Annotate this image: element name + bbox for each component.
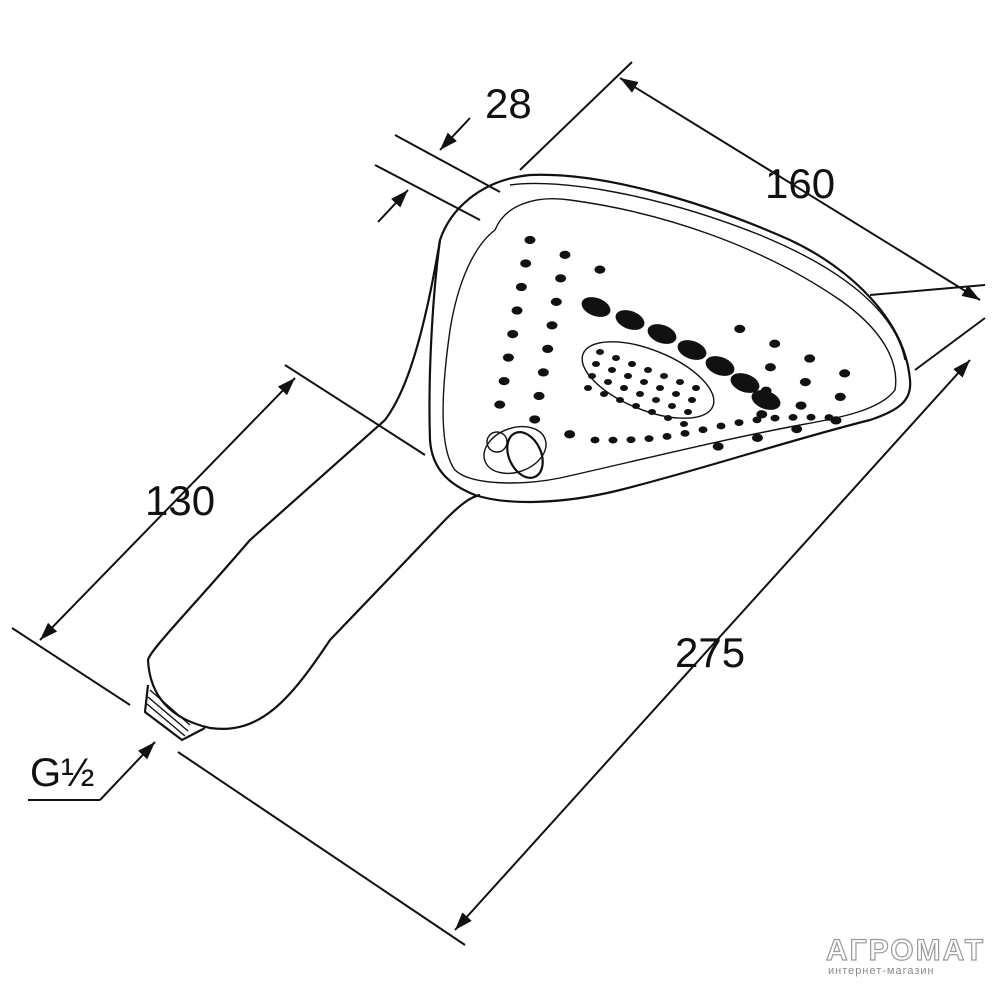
dimension-total-length-label: 275: [675, 629, 745, 676]
spray-nozzle: [594, 265, 606, 274]
spray-nozzle: [632, 403, 640, 409]
spray-nozzle: [799, 377, 811, 387]
spray-nozzle: [515, 282, 527, 292]
spray-nozzle: [584, 385, 592, 391]
spray-nozzle: [795, 401, 807, 410]
spray-nozzle: [652, 397, 660, 403]
spray-nozzle: [608, 367, 616, 373]
spray-nozzle: [592, 361, 600, 367]
thread-connector: [143, 684, 206, 742]
watermark-subtitle: интернет-магазин: [828, 965, 935, 977]
spray-nozzle: [662, 433, 672, 440]
spray-nozzle: [559, 250, 571, 259]
spray-nozzle: [804, 354, 816, 363]
spray-nozzle: [616, 397, 624, 403]
massage-jets: [581, 297, 781, 410]
dimension-width: 160: [519, 61, 986, 301]
dimension-width-label: 160: [765, 160, 835, 207]
spray-nozzle: [734, 419, 744, 426]
spray-nozzle: [660, 373, 668, 379]
spray-nozzle: [529, 415, 541, 424]
shower-body: [146, 173, 912, 730]
spray-nozzle: [590, 436, 600, 444]
spray-nozzle: [760, 386, 772, 395]
spray-nozzle: [698, 426, 708, 434]
spray-nozzle: [588, 373, 596, 379]
spray-nozzle: [542, 344, 554, 354]
spray-nozzle: [564, 430, 576, 439]
spray-nozzle: [511, 306, 523, 315]
spray-nozzle: [791, 424, 803, 434]
spray-nozzle: [668, 403, 676, 409]
watermark-brand: АГРОМАТ: [826, 934, 985, 967]
spray-nozzle: [550, 297, 562, 306]
spray-nozzle: [824, 414, 834, 421]
spray-nozzle: [608, 436, 618, 444]
spray-nozzle: [764, 363, 776, 372]
spray-nozzle: [596, 349, 604, 355]
spray-nozzle: [834, 392, 846, 402]
spray-nozzle: [672, 391, 680, 397]
spray-nozzle: [664, 415, 672, 421]
spray-nozzle: [734, 324, 746, 334]
spray-nozzle: [537, 368, 549, 377]
spray-nozzle: [533, 391, 545, 401]
spray-nozzle: [716, 422, 726, 430]
spray-nozzle: [644, 435, 654, 442]
spray-selector-knob: [483, 425, 547, 479]
spray-nozzle: [502, 353, 514, 362]
central-spray-oval: [581, 341, 715, 419]
thread-size-label: G½: [30, 751, 94, 795]
spray-nozzle: [507, 329, 519, 339]
spray-nozzle: [604, 379, 612, 385]
spray-nozzle: [555, 274, 567, 283]
dimension-depth-label: 28: [485, 80, 532, 127]
spray-nozzle: [524, 235, 536, 245]
spray-nozzle: [769, 339, 781, 348]
spray-nozzle: [839, 369, 851, 378]
spray-nozzle: [494, 400, 506, 409]
head-rim: [509, 182, 906, 361]
spray-nozzle: [620, 385, 628, 391]
spray-nozzle: [688, 397, 696, 403]
spray-nozzle: [712, 442, 724, 451]
spray-nozzle: [752, 416, 762, 424]
dimension-head-height: 130: [11, 364, 426, 706]
spray-nozzle: [680, 421, 688, 427]
dimension-depth: 28: [374, 80, 532, 223]
spray-nozzle: [640, 379, 648, 385]
spray-nozzle: [788, 414, 798, 421]
dimension-total-length: 275: [177, 317, 986, 946]
spray-nozzle: [546, 321, 558, 330]
spray-nozzle: [806, 413, 816, 421]
spray-nozzle: [600, 391, 608, 397]
spray-nozzle: [612, 355, 620, 361]
spray-nozzle: [680, 430, 690, 437]
spray-nozzle: [644, 367, 652, 373]
spray-nozzles: [494, 235, 851, 451]
spray-nozzle: [626, 436, 636, 444]
spray-nozzle: [751, 433, 763, 442]
spray-nozzle: [498, 376, 510, 386]
spray-nozzle: [676, 379, 684, 385]
spray-nozzle: [656, 385, 664, 391]
spray-nozzle: [624, 373, 632, 379]
spray-nozzle: [636, 391, 644, 397]
dimension-head-height-label: 130: [145, 477, 215, 524]
spray-nozzle: [648, 409, 656, 415]
spray-nozzle: [770, 414, 780, 422]
store-watermark: АГРОМАТ интернет-магазин: [825, 933, 985, 977]
spray-nozzle: [520, 259, 532, 268]
spray-nozzle: [684, 409, 692, 415]
spray-nozzle: [692, 385, 700, 391]
thread-leader: G½: [28, 741, 156, 801]
spray-nozzle: [628, 361, 636, 367]
